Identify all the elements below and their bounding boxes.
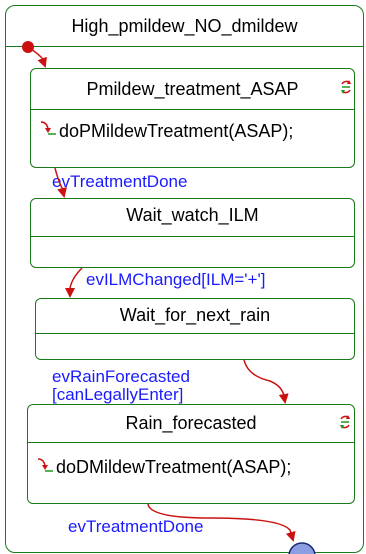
transition-label-rain-forecasted[interactable]: evRainForecasted [52,367,190,386]
transition-label-can-legally-enter[interactable]: [canLegallyEnter] [52,385,184,404]
action-arrow-icon [40,121,56,135]
state-action: doDMildewTreatment(ASAP); [56,457,292,477]
state-divider [31,236,354,237]
state-rain-forecasted[interactable]: Rain_forecasted doDMildewTreatment(ASAP)… [27,404,355,504]
state-action: doPMildewTreatment(ASAP); [59,121,294,141]
transition-label-treatment-done-2[interactable]: evTreatmentDone [68,517,204,536]
state-pmildew-treatment[interactable]: Pmildew_treatment_ASAP doPMildewTreatmen… [30,68,355,168]
state-title: Pmildew_treatment_ASAP [86,79,299,99]
superstate-high-pmildew[interactable]: High_pmildew_NO_dmildew [5,5,364,553]
state-divider [36,333,354,334]
transition-arrow-ilm-changed[interactable] [65,267,83,298]
state-title: Wait_for_next_rain [119,305,271,325]
initial-transition-arrow[interactable] [27,46,47,68]
action-arrow-icon [37,458,53,472]
state-wait-for-next-rain[interactable]: Wait_for_next_rain [35,298,355,360]
transition-arrow-treatment-done-2[interactable] [147,503,296,542]
state-title: Rain_forecasted [125,413,257,433]
superstate-title: High_pmildew_NO_dmildew [71,16,298,36]
state-divider [31,109,354,110]
transition-arrow-rain-forecasted[interactable] [243,359,289,404]
final-state-circle[interactable] [288,542,316,554]
reaction-icon [341,80,351,94]
state-title: Wait_watch_ILM [126,205,259,225]
state-divider [28,442,354,443]
reaction-icon [340,415,350,429]
superstate-divider [6,46,363,47]
state-wait-watch-ilm[interactable]: Wait_watch_ILM [30,198,355,268]
transition-label-treatment-done-1[interactable]: evTreatmentDone [52,172,188,191]
transition-label-ilm-changed[interactable]: evILMChanged[ILM='+'] [86,270,266,289]
transition-arrow-treatment-done-1[interactable] [54,167,67,198]
